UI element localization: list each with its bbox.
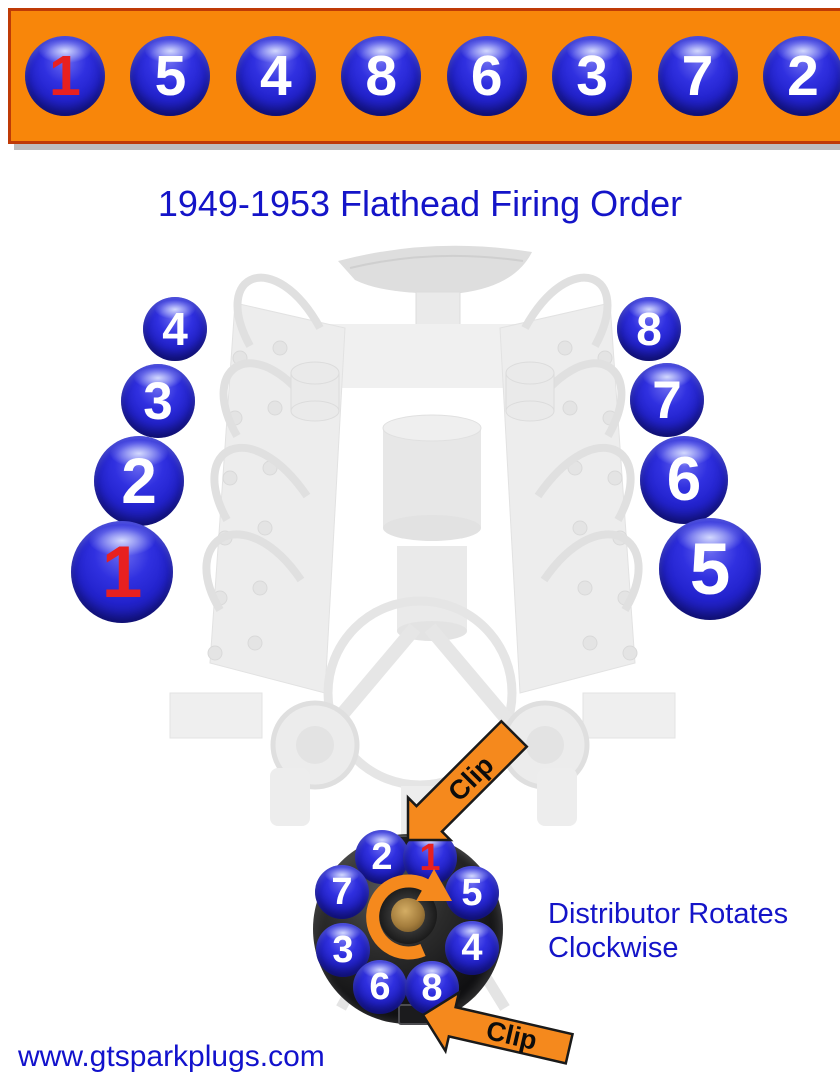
firing-order-sphere-7: 7: [657, 36, 738, 116]
distributor-plug-7: 7: [315, 865, 369, 919]
page-title: 1949-1953 Flathead Firing Order: [157, 183, 683, 224]
clockwise-rotation-arrow-icon: [366, 869, 452, 960]
firing-order-sphere-8: 8: [341, 36, 422, 116]
firing-order-sphere-5: 5: [130, 36, 211, 116]
firing-order-sphere-2: 2: [762, 36, 840, 116]
cylinder-sphere-8: 8: [617, 297, 681, 361]
note-line-2: Clockwise: [548, 932, 679, 964]
note-line-1: Distributor Rotates: [548, 898, 789, 930]
cylinder-sphere-2: 2: [94, 436, 184, 526]
firing-order-banner: 1 5 4 8 6 3 7 2: [8, 8, 840, 144]
cylinder-sphere-1: 1: [71, 521, 173, 623]
clip-label-bottom: Clip: [483, 1015, 539, 1056]
distributor-rotation-note: Distributor Rotates Clockwise: [548, 897, 788, 965]
firing-order-sphere-3: 3: [552, 36, 633, 116]
distributor-plug-2: 2: [355, 830, 409, 884]
firing-order-sphere-4: 4: [235, 36, 316, 116]
website-url: www.gtsparkplugs.com: [18, 1040, 325, 1073]
cylinder-sphere-5: 5: [659, 518, 761, 620]
firing-order-sphere-6: 6: [446, 36, 527, 116]
ghost-engine-image: [169, 245, 676, 1011]
clip-arrow-top: Clip: [406, 719, 529, 842]
clip-arrow-bottom: Clip: [421, 989, 575, 1065]
cylinder-sphere-3: 3: [121, 364, 195, 438]
cylinder-sphere-7: 7: [630, 363, 704, 437]
cylinder-sphere-4: 4: [143, 297, 207, 361]
cylinder-sphere-6: 6: [640, 436, 728, 524]
distributor-plug-6: 6: [353, 960, 407, 1014]
firing-order-sphere-1: 1: [25, 36, 105, 116]
distributor-plug-5: 5: [445, 866, 499, 920]
distributor-plug-4: 4: [445, 921, 499, 975]
distributor-hub-brass: [391, 898, 425, 932]
